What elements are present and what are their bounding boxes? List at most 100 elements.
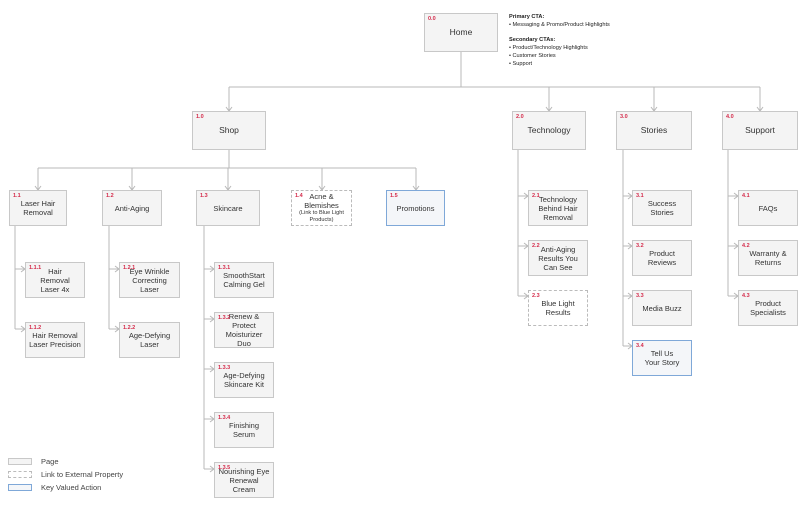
legend-external-swatch [8, 471, 32, 478]
node-label: FAQs [758, 203, 778, 213]
node-number: 2.0 [516, 114, 524, 120]
secondary-cta-item: Product/Technology Highlights [509, 44, 610, 52]
secondary-cta-list: Product/Technology Highlights Customer S… [509, 44, 610, 68]
node-sublabel: (Link to Blue Light Products) [299, 210, 344, 223]
node-label: Home [449, 27, 473, 37]
node-label: Age-Defying Skincare Kit [223, 371, 265, 389]
node-label: Warranty & Returns [749, 249, 787, 267]
node-label: Nourishing Eye Renewal Cream [218, 466, 270, 494]
node-number: 1.3 [200, 193, 208, 199]
node-label: Product Reviews [647, 249, 677, 267]
node-number: 1.2.2 [123, 325, 136, 331]
node-number: 1.2.1 [123, 265, 136, 271]
node-number: 4.0 [726, 114, 734, 120]
secondary-cta-heading: Secondary CTAs: [509, 37, 556, 43]
legend-external-label: Link to External Property [41, 470, 124, 479]
node-label: Product Specialists [750, 299, 786, 317]
node-label: Eye Wrinkle Correcting Laser [129, 266, 170, 294]
node-number: 1.3.3 [218, 365, 231, 371]
legend-key-action-swatch [8, 484, 32, 491]
node-number: 1.0 [196, 114, 204, 120]
node-label: Acne & Blemishes(Link to Blue Light Prod… [299, 192, 344, 223]
node-number: 1.1.1 [29, 265, 42, 271]
node-label: SmoothStart Calming Gel [223, 271, 265, 289]
node-number: 3.3 [636, 293, 644, 299]
node-number: 1.4 [295, 193, 303, 199]
node-number: 3.2 [636, 243, 644, 249]
node-label: Hair Removal Laser Precision [29, 331, 81, 349]
node-number: 2.1 [532, 193, 540, 199]
node-label: Success Stories [647, 199, 677, 217]
cta-notes: Primary CTA: Messaging & Promo/Product H… [509, 13, 610, 68]
node-number: 1.3.2 [218, 315, 231, 321]
legend-page-swatch [8, 458, 32, 465]
node-number: 2.3 [532, 293, 540, 299]
node-label: Technology Behind Hair Removal [538, 194, 578, 222]
node-number: 3.1 [636, 193, 644, 199]
node-label: Media Buzz [642, 303, 682, 313]
node-label: Renew & Protect Moisturizer Duo [225, 312, 263, 348]
node-number: 1.1.2 [29, 325, 42, 331]
primary-cta-heading: Primary CTA: [509, 14, 545, 20]
node-label: Age-Defying Laser [128, 331, 171, 349]
primary-cta-item: Messaging & Promo/Product Highlights [509, 21, 610, 29]
legend-key-action-label: Key Valued Action [41, 483, 102, 492]
node-number: 1.3.5 [218, 465, 231, 471]
node-number: 4.1 [742, 193, 750, 199]
node-number: 1.3.4 [218, 415, 231, 421]
secondary-cta-item: Support [509, 60, 610, 68]
node-number: 1.2 [106, 193, 114, 199]
node-label: Blue Light Results [541, 299, 575, 317]
node-number: 3.4 [636, 343, 644, 349]
node-number: 1.3.1 [218, 265, 231, 271]
secondary-cta-item: Customer Stories [509, 52, 610, 60]
node-label: Shop [219, 125, 239, 135]
node-label: Finishing Serum [228, 421, 259, 439]
node-label: Stories [640, 125, 668, 135]
legend-page-label: Page [41, 457, 59, 466]
node-number: 0.0 [428, 16, 436, 22]
node-label: Anti-Aging Results You Can See [538, 244, 578, 272]
node-number: 2.2 [532, 243, 540, 249]
node-label: Promotions [396, 203, 435, 213]
node-label: Laser Hair Removal [20, 199, 56, 217]
node-label: Technology [527, 125, 571, 135]
node-number: 1.1 [13, 193, 21, 199]
node-label: Hair Removal Laser 4x [40, 266, 70, 294]
node-number: 4.3 [742, 293, 750, 299]
node-number: 4.2 [742, 243, 750, 249]
node-label: Tell Us Your Story [644, 349, 680, 367]
primary-cta-list: Messaging & Promo/Product Highlights [509, 21, 610, 29]
node-number: 3.0 [620, 114, 628, 120]
node-label: Skincare [213, 203, 243, 213]
